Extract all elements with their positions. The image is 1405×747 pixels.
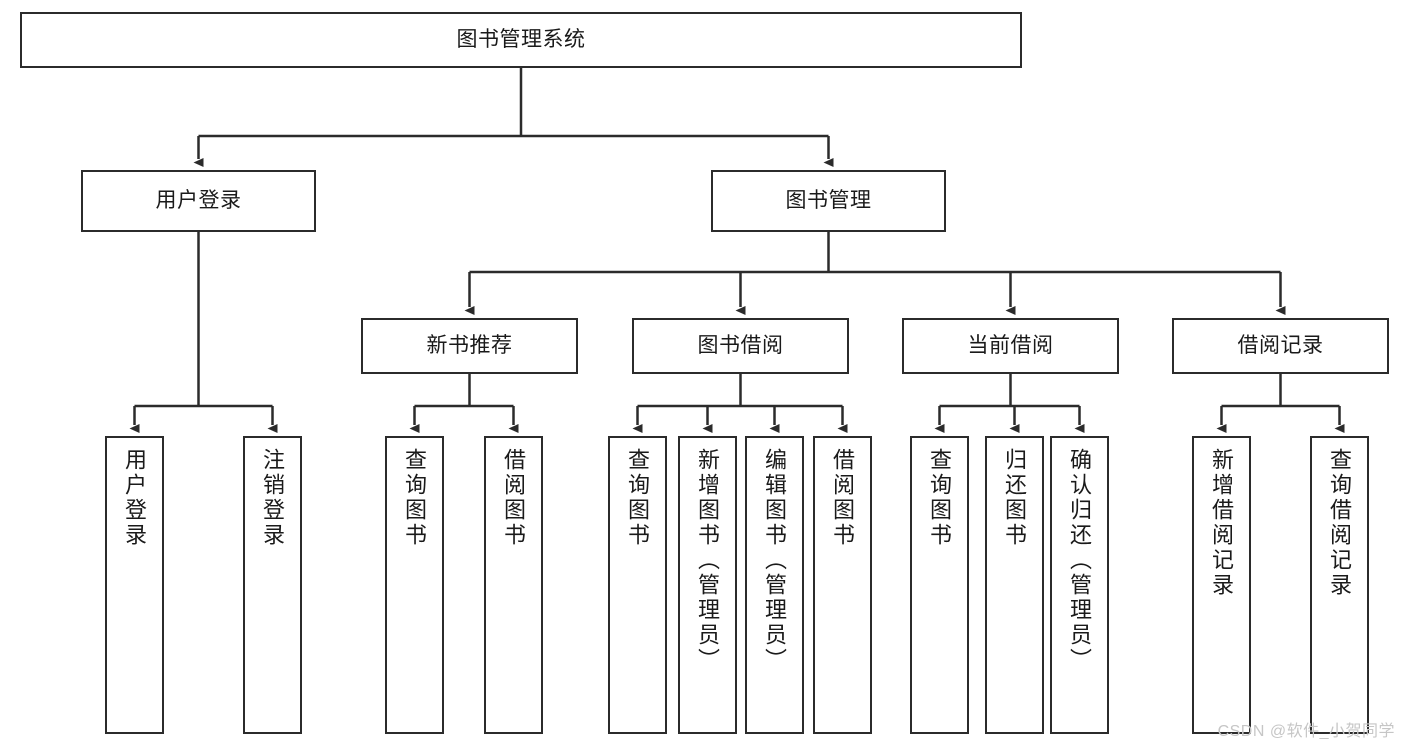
node-l-logout[interactable]: 注销登录 <box>243 436 302 734</box>
node-label: 图书借阅 <box>697 333 784 357</box>
node-root[interactable]: 图书管理系统 <box>20 12 1022 68</box>
node-label: 借阅记录 <box>1237 333 1324 357</box>
node-label: 查询图书 <box>625 448 651 548</box>
node-label: 编辑图书（管理员） <box>762 448 788 673</box>
node-label: 当前借阅 <box>967 333 1054 357</box>
node-label: 用户登录 <box>155 188 242 212</box>
node-l-bb2[interactable]: 借阅图书 <box>813 436 872 734</box>
node-borrow[interactable]: 图书借阅 <box>632 318 849 374</box>
node-label: 借阅图书 <box>830 448 856 548</box>
node-label: 归还图书 <box>1002 448 1028 548</box>
node-l-bb1[interactable]: 借阅图书 <box>484 436 543 734</box>
csdn-watermark: CSDN @软件_小贺同学 <box>1217 723 1395 740</box>
node-l-confirm[interactable]: 确认归还（管理员） <box>1050 436 1109 734</box>
node-label: 借阅图书 <box>501 448 527 548</box>
node-l-qb3[interactable]: 查询图书 <box>910 436 969 734</box>
node-label: 查询借阅记录 <box>1327 448 1353 598</box>
node-label: 新增借阅记录 <box>1209 448 1235 598</box>
node-l-return[interactable]: 归还图书 <box>985 436 1044 734</box>
node-l-qb1[interactable]: 查询图书 <box>385 436 444 734</box>
node-label: 注销登录 <box>260 448 286 548</box>
node-newbook[interactable]: 新书推荐 <box>361 318 578 374</box>
node-l-addrec[interactable]: 新增借阅记录 <box>1192 436 1251 734</box>
node-l-editbook[interactable]: 编辑图书（管理员） <box>745 436 804 734</box>
node-l-qrec[interactable]: 查询借阅记录 <box>1310 436 1369 734</box>
node-l-qb2[interactable]: 查询图书 <box>608 436 667 734</box>
node-records[interactable]: 借阅记录 <box>1172 318 1389 374</box>
node-current[interactable]: 当前借阅 <box>902 318 1119 374</box>
node-label: 查询图书 <box>402 448 428 548</box>
node-label: 确认归还（管理员） <box>1067 448 1093 673</box>
node-label: 新增图书（管理员） <box>695 448 721 673</box>
node-login[interactable]: 用户登录 <box>81 170 316 232</box>
node-label: 图书管理系统 <box>456 27 586 51</box>
node-bookmgmt[interactable]: 图书管理 <box>711 170 946 232</box>
node-label: 用户登录 <box>122 448 148 548</box>
node-label: 查询图书 <box>927 448 953 548</box>
node-l-login[interactable]: 用户登录 <box>105 436 164 734</box>
node-label: 图书管理 <box>785 188 872 212</box>
node-l-addbook[interactable]: 新增图书（管理员） <box>678 436 737 734</box>
node-label: 新书推荐 <box>426 333 513 357</box>
